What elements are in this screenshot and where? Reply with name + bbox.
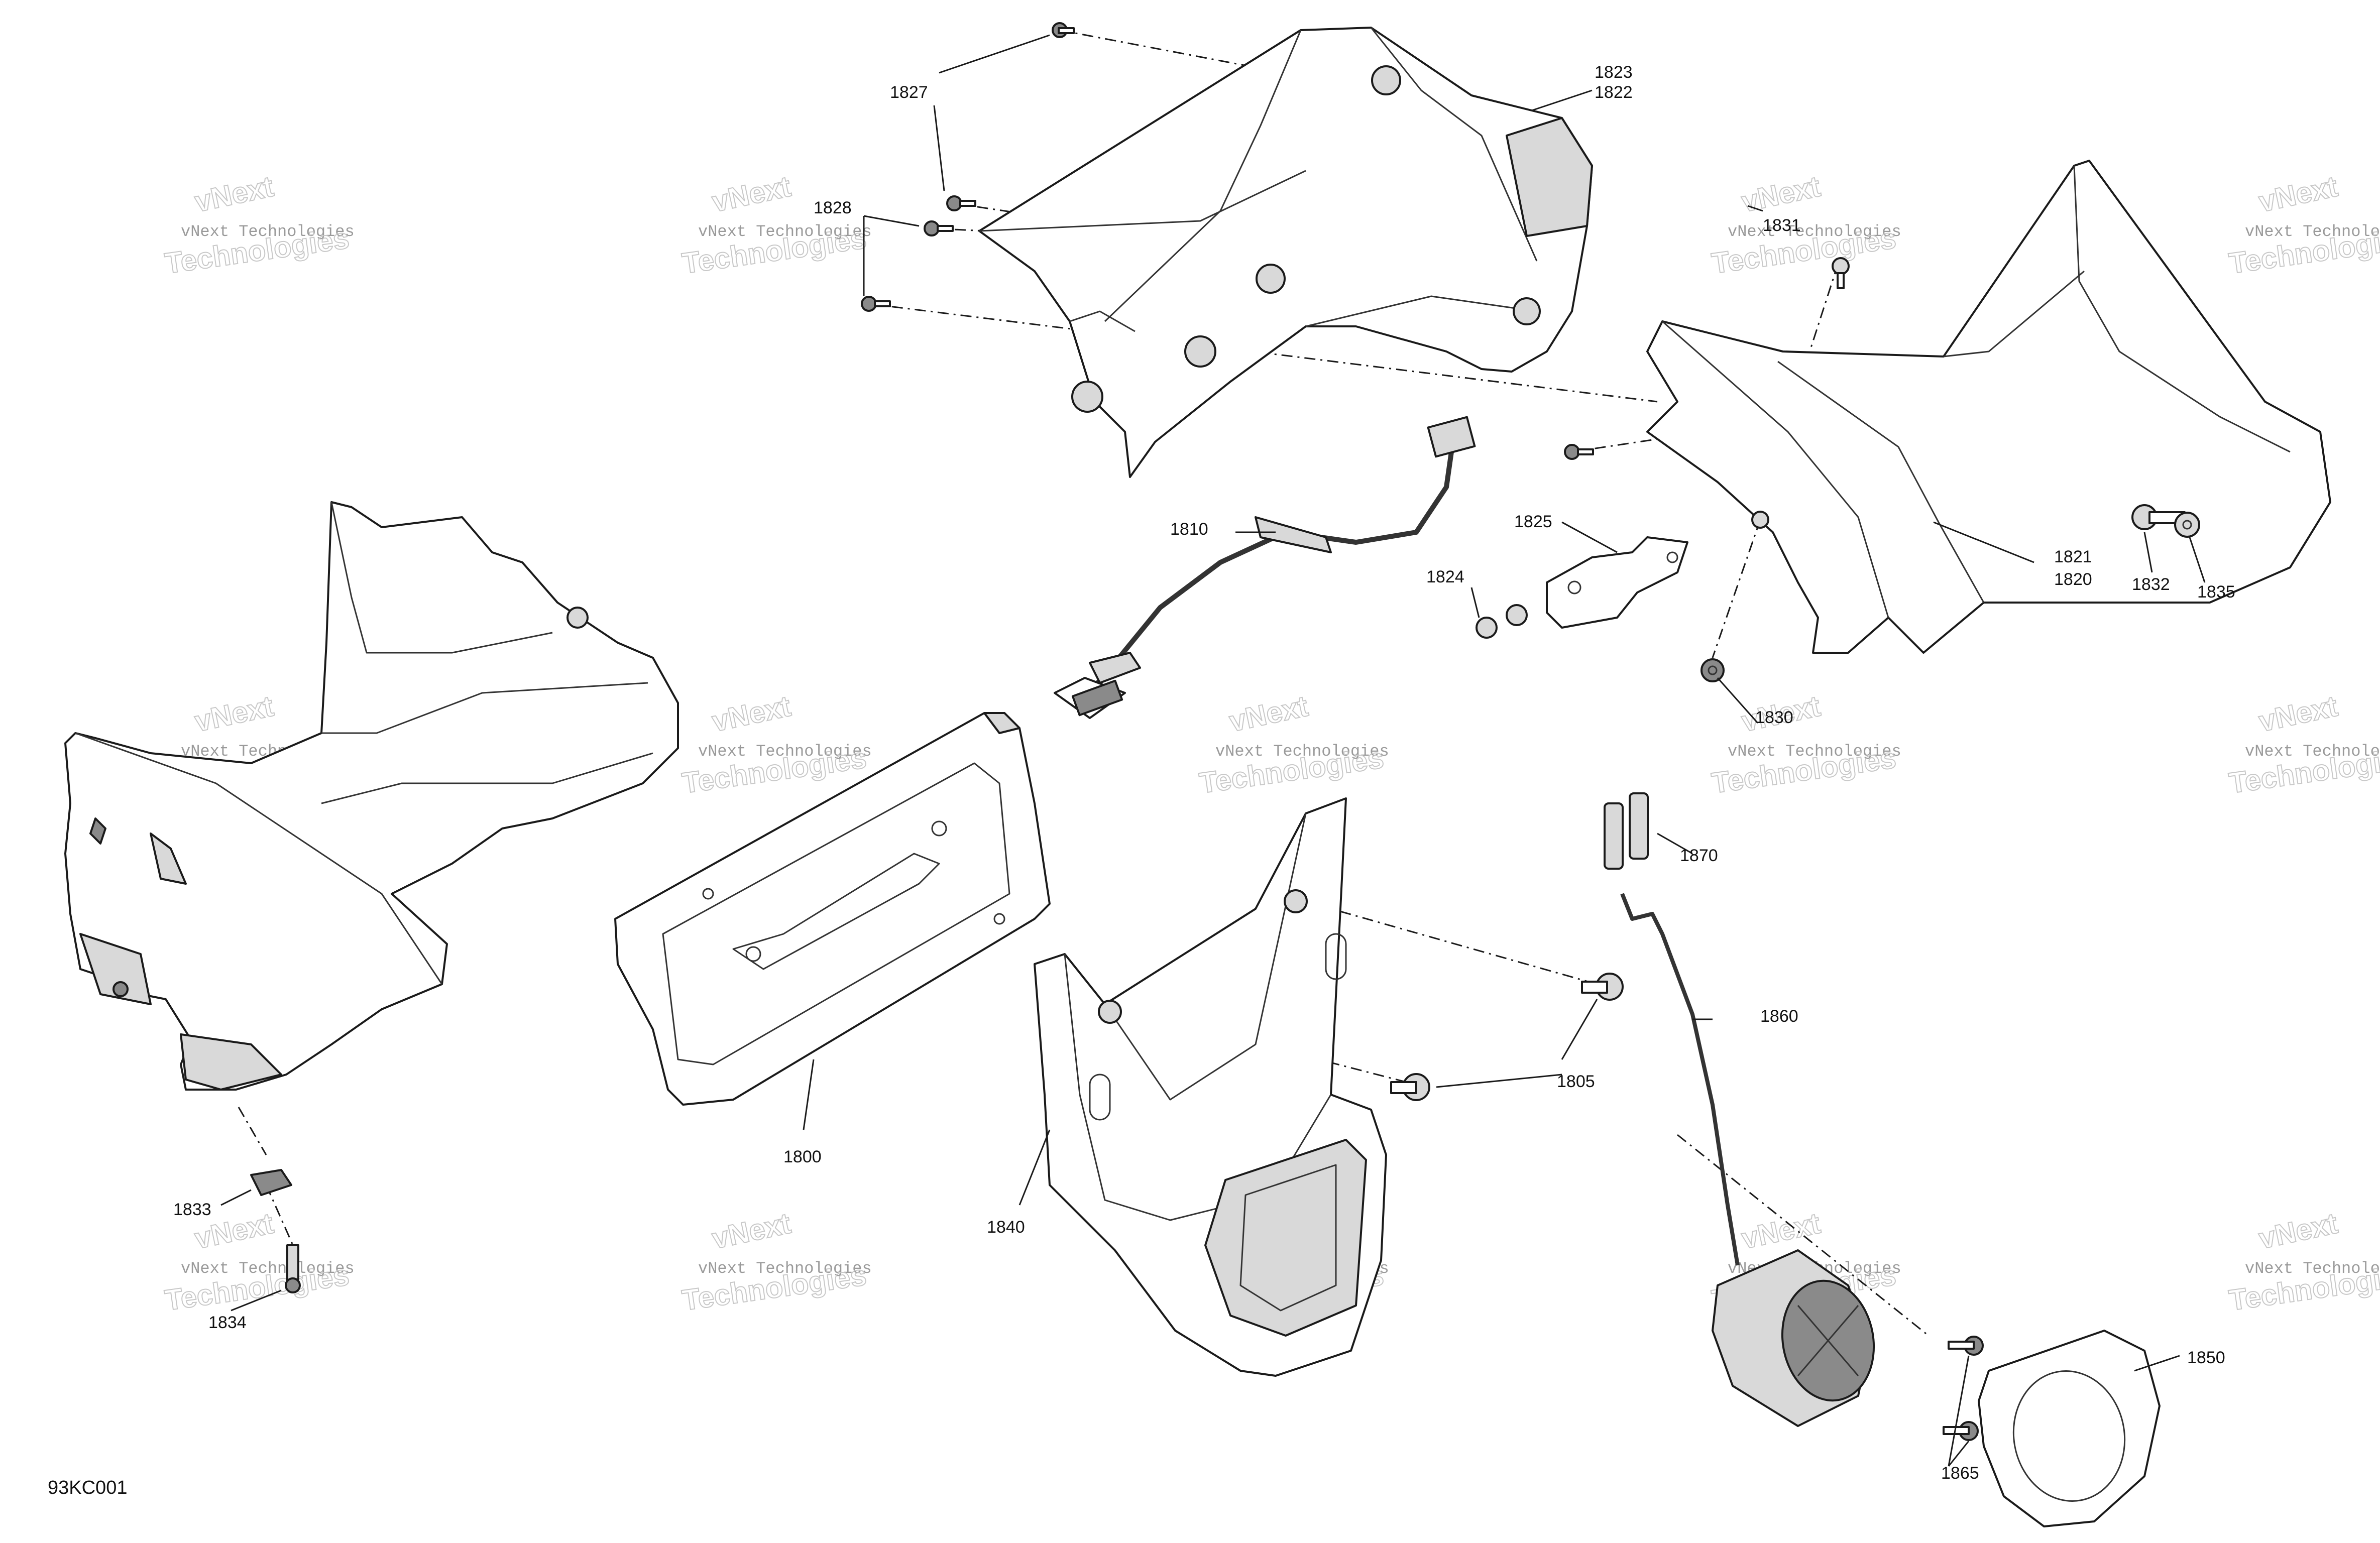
- watermark-text: vNext Technologies: [1728, 742, 1901, 761]
- watermark-stamp: vNext: [709, 170, 794, 218]
- watermark-stamp: vNext: [1226, 690, 1311, 738]
- watermark: vNext vNext Technologies Technologies: [2226, 170, 2380, 281]
- watermark-text: vNext Technologies: [698, 1259, 872, 1278]
- bolt: [1581, 973, 1624, 1001]
- screw: [1052, 22, 1075, 38]
- watermark-text: vNext Technologies: [181, 1259, 355, 1278]
- fasteners: [250, 22, 2200, 1441]
- callout-1821: 1821: [2054, 547, 2092, 566]
- watermark-text: vNext Technologies: [2245, 222, 2380, 241]
- callout-1831: 1831: [1763, 216, 1801, 235]
- leader-lines: [220, 34, 2206, 1467]
- callout-1825: 1825: [1514, 512, 1552, 531]
- mounting-plate: [614, 712, 1051, 1106]
- callout-1810: 1810: [1170, 520, 1208, 539]
- callout-1840: 1840: [987, 1218, 1025, 1237]
- callout-1805: 1805: [1557, 1072, 1595, 1091]
- screw: [861, 296, 891, 312]
- watermark-stamp: vNext: [2256, 170, 2340, 218]
- watermark: vNext vNext Technologies Technologies: [679, 689, 872, 800]
- watermark-stamp: vNext: [2256, 1207, 2340, 1255]
- callout-1830: 1830: [1755, 708, 1793, 727]
- washer: [2174, 512, 2200, 538]
- watermark: vNext vNext Technologies Technologies: [1197, 689, 1389, 800]
- nut: [1476, 617, 1498, 639]
- watermark: vNext vNext Technologies Technologies: [1709, 170, 1901, 281]
- left-headlight-assembly: [64, 501, 679, 1091]
- watermark-stamp: vNext: [1739, 170, 1823, 218]
- bolt: [1390, 1073, 1430, 1101]
- watermark: vNext vNext Technologies Technologies: [679, 170, 872, 281]
- right-side-cover: [1646, 160, 2331, 654]
- callout-1800: 1800: [783, 1147, 822, 1166]
- figure-id: 93KC001: [48, 1477, 127, 1498]
- watermark: vNext vNext Technologies Technologies: [162, 170, 355, 281]
- lamp-bezel: [1978, 1330, 2161, 1527]
- clip: [250, 1169, 292, 1196]
- work-lamp: [1620, 893, 1875, 1427]
- watermark: vNext vNext Technologies Technologies: [2226, 689, 2380, 800]
- small-bracket: [1546, 536, 1688, 629]
- watermark-text: vNext Technologies: [181, 222, 355, 241]
- watermark: vNext vNext Technologies Technologies: [2226, 1207, 2380, 1318]
- watermark-stamp: vNext: [709, 690, 794, 738]
- screw: [1832, 257, 1850, 289]
- callout-1823: 1823: [1595, 63, 1633, 82]
- callout-1824: 1824: [1426, 567, 1464, 586]
- nut: [1701, 658, 1725, 682]
- watermark-stamp: vNext: [709, 1207, 794, 1255]
- screw: [1564, 444, 1594, 460]
- nut: [1506, 604, 1528, 626]
- watermark: vNext vNext Technologies Technologies: [679, 1207, 872, 1318]
- callout-1865: 1865: [1941, 1464, 1979, 1483]
- watermark-text: vNext Technologies: [698, 222, 872, 241]
- watermark-text: vNext Technologies: [2245, 1259, 2380, 1278]
- watermark-stamp: vNext: [192, 690, 276, 738]
- watermark: vNext vNext Technologies Technologies: [1709, 689, 1901, 800]
- callout-1870: 1870: [1680, 846, 1718, 865]
- callouts: 1827 1828 1823 1822 1831 1810 1825 1824 …: [173, 63, 2235, 1483]
- wiring-harness: [1054, 416, 1476, 719]
- watermark-stamp: vNext: [2256, 690, 2340, 738]
- callout-1822: 1822: [1595, 83, 1633, 102]
- watermark-stamp: vNext: [192, 170, 276, 218]
- watermark: vNext vNext Technologies Technologies: [162, 1207, 355, 1318]
- callout-1850: 1850: [2187, 1348, 2225, 1367]
- screw: [924, 220, 954, 236]
- spacers: [1604, 792, 1649, 870]
- screw: [946, 195, 976, 211]
- upper-headlight-housing: [978, 27, 1593, 478]
- watermark-text: vNext Technologies: [1215, 742, 1389, 761]
- callout-1828: 1828: [814, 198, 852, 217]
- watermark-text: vNext Technologies: [698, 742, 872, 761]
- watermark-text: vNext Technologies: [2245, 742, 2380, 761]
- watermark-stamp: vNext: [1739, 1207, 1823, 1255]
- callout-1827: 1827: [890, 83, 928, 102]
- callout-1832: 1832: [2132, 575, 2170, 594]
- callout-1834: 1834: [208, 1313, 247, 1332]
- watermark-text: vNext Technologies: [1728, 222, 1901, 241]
- screw: [1948, 1336, 1984, 1356]
- screw: [1943, 1421, 1979, 1441]
- callout-1820: 1820: [2054, 570, 2092, 589]
- screw: [285, 1244, 301, 1293]
- callout-1833: 1833: [173, 1200, 211, 1219]
- lamp-bracket: [1034, 797, 1387, 1377]
- callout-1835: 1835: [2197, 582, 2235, 602]
- callout-1860: 1860: [1760, 1007, 1798, 1026]
